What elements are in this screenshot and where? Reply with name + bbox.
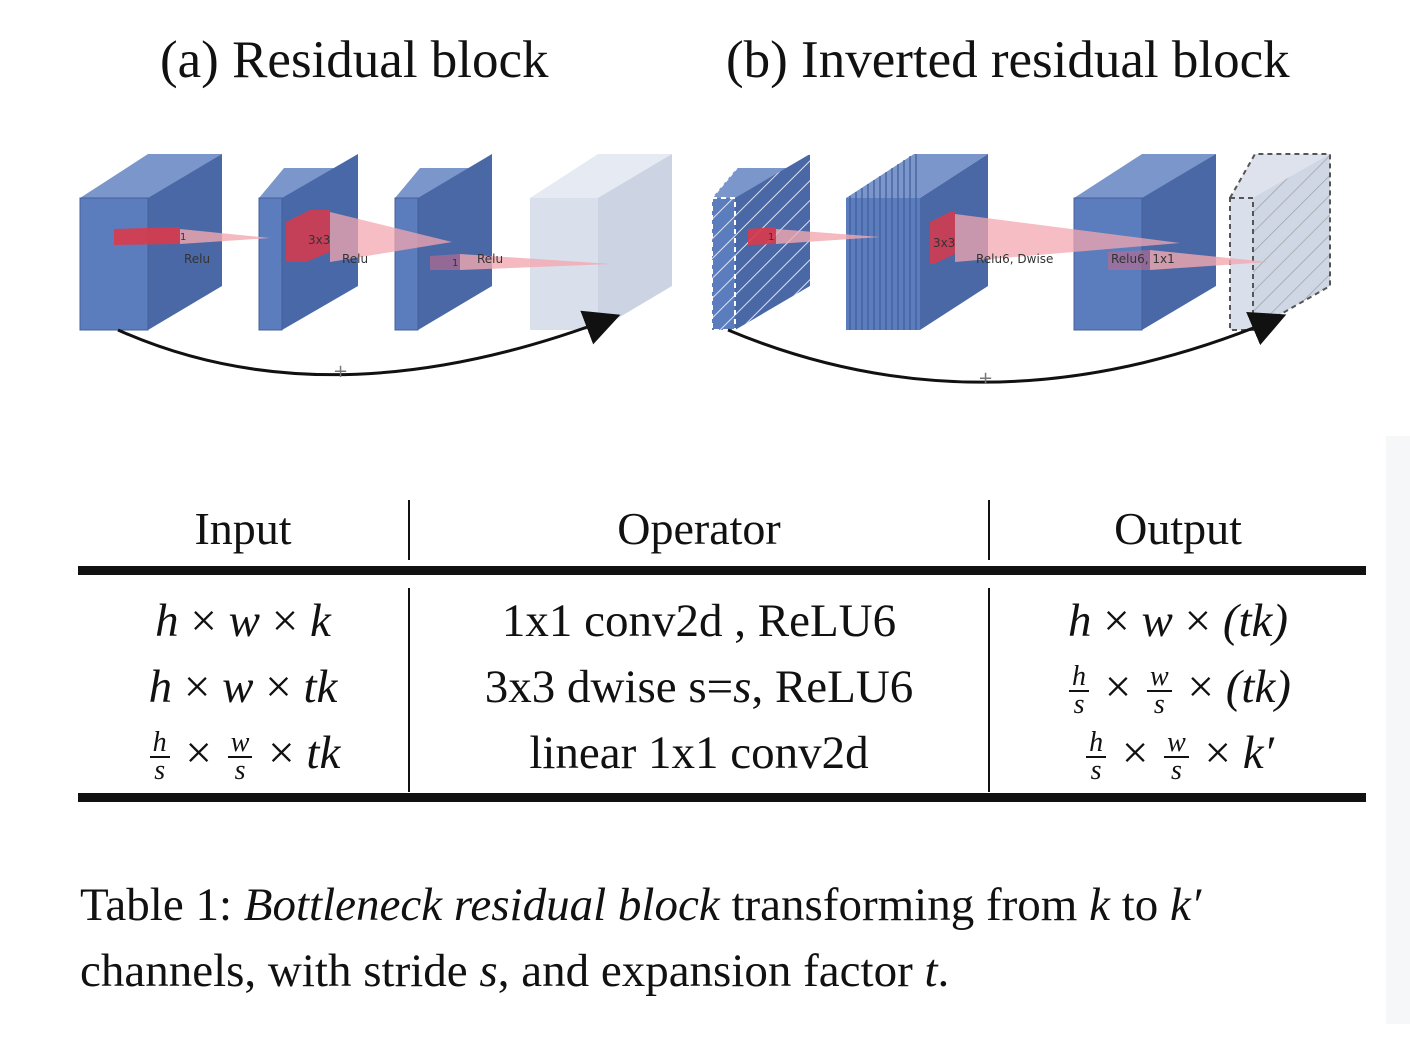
kernel-b1 — [748, 227, 776, 245]
label-relu6-1x1: Relu6, 1x1 — [1111, 252, 1175, 266]
table-top-rule — [78, 566, 1366, 575]
kernel-3x3 — [286, 210, 330, 262]
block-diagram: 1 Relu 3x3 Relu 1 Relu + — [79, 153, 1331, 389]
skip-connection-a — [117, 310, 621, 377]
header-output: Output — [1114, 503, 1242, 554]
operator-cell: 3x3 dwise s=s, ReLU6 — [484, 661, 914, 713]
output-cell: h × w × (tk) — [1067, 595, 1289, 647]
kernel-4 — [430, 254, 460, 270]
panel-a-diagram: 1 Relu 3x3 Relu 1 Relu + — [79, 154, 672, 382]
kernel-cone-2 — [330, 212, 452, 262]
kernel-cone-3 — [460, 254, 612, 270]
bottleneck-table: Input Operator Output h × w × k 1x1 conv… — [78, 496, 1366, 806]
body-divider-2 — [988, 588, 990, 792]
operator-cell: linear 1x1 conv2d — [529, 727, 869, 779]
label-k4: 1 — [452, 258, 458, 269]
panel-b-diagram: 1 3x3 Relu6, Dwise Relu6, 1x1 + — [711, 153, 1331, 389]
label-b-3x3: 3x3 — [933, 236, 955, 250]
label-relu-1: Relu — [184, 252, 210, 266]
input-cell: h × w × k — [155, 595, 331, 647]
label-k1: 1 — [180, 232, 186, 243]
kernel-cone-b1 — [776, 229, 880, 244]
table-caption: Table 1: Bottleneck residual block trans… — [80, 879, 1202, 997]
kernel-b-3x3 — [930, 212, 955, 264]
kernel-cone-b3 — [1150, 250, 1268, 270]
header-operator: Operator — [617, 503, 781, 554]
label-relu-3: Relu — [477, 252, 503, 266]
panel-b-title: (b) Inverted residual block — [726, 31, 1290, 89]
body-divider-1 — [408, 588, 410, 792]
label-relu-2: Relu — [342, 252, 368, 266]
plus-a: + — [333, 361, 348, 382]
label-b-k1: 1 — [768, 232, 774, 243]
skip-connection-b — [727, 311, 1287, 384]
kernel-b3 — [1108, 250, 1150, 270]
table-bottom-rule — [78, 793, 1366, 802]
kernel-cone-b2 — [955, 214, 1180, 262]
residual-thin-tensor — [394, 154, 492, 331]
plus-b: + — [978, 368, 993, 389]
inverted-output-tensor — [1229, 153, 1331, 331]
panel-a-title: (a) Residual block — [160, 31, 549, 89]
table-row: h × w × k 1x1 conv2d , ReLU6 h × w × (tk… — [78, 588, 1366, 654]
label-3x3: 3x3 — [308, 233, 330, 247]
header-divider-2 — [988, 500, 990, 560]
kernel-1 — [114, 227, 180, 245]
header-divider-1 — [408, 500, 410, 560]
kernel-cone-1 — [180, 229, 270, 244]
operator-cell: 1x1 conv2d , ReLU6 — [501, 595, 897, 647]
label-relu6-dwise: Relu6, Dwise — [976, 252, 1053, 266]
header-input: Input — [194, 503, 292, 554]
residual-output-tensor — [530, 154, 672, 330]
input-cell: h × w × tk — [148, 661, 338, 713]
page-edge-strip — [1386, 436, 1410, 1024]
